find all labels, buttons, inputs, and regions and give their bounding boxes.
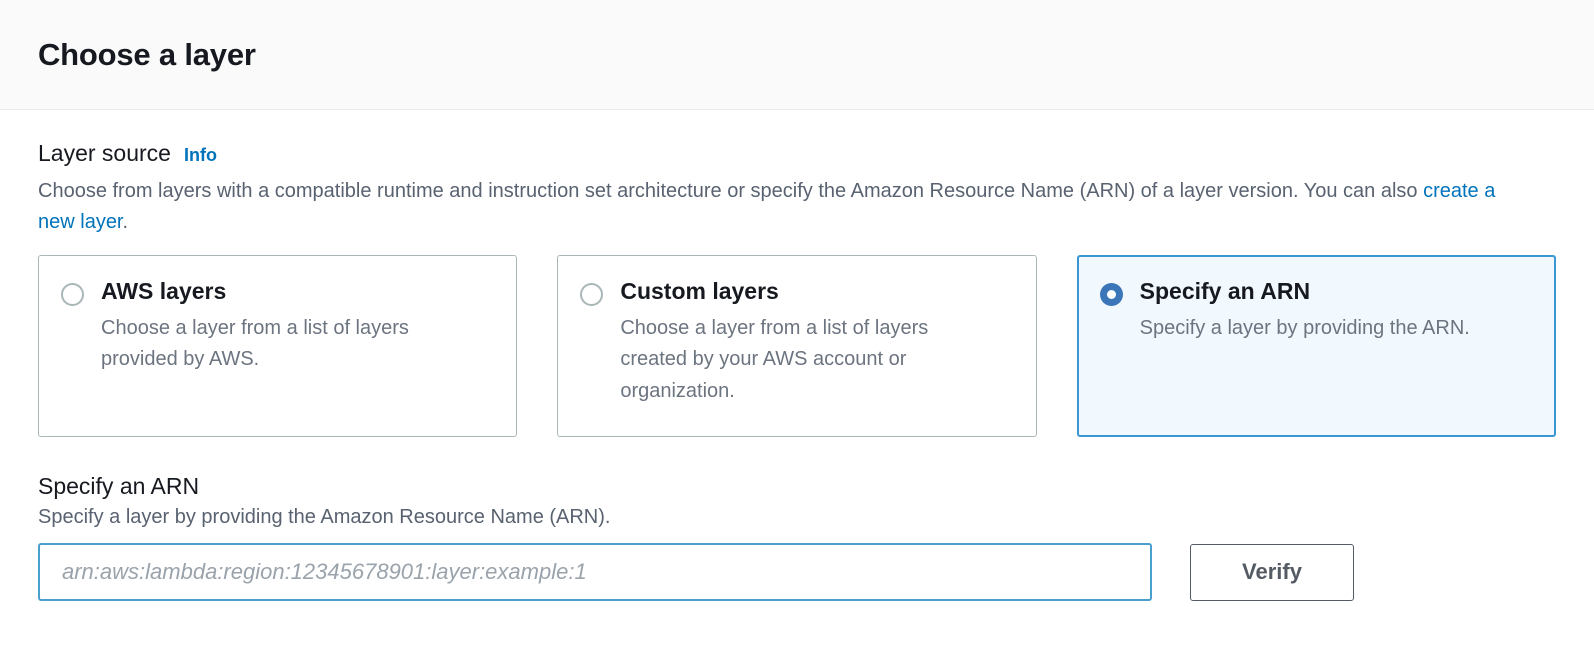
layer-source-option-aws-layers-text: AWS layers Choose a layer from a list of… xyxy=(101,278,471,416)
option-title: AWS layers xyxy=(101,278,227,304)
info-link[interactable]: Info xyxy=(183,145,217,165)
option-description: Specify a layer by providing the ARN. xyxy=(1139,316,1470,339)
arn-section-label: Specify an ARN xyxy=(38,473,200,499)
option-title: Custom layers xyxy=(620,278,779,304)
radio-icon-specify-arn[interactable] xyxy=(1099,283,1123,306)
dialog-header: Choose a layer xyxy=(0,0,1594,110)
arn-input[interactable] xyxy=(38,543,1152,601)
layer-source-option-custom-layers[interactable]: Custom layers Choose a layer from a list… xyxy=(557,255,1037,437)
layer-source-label-row: Layer source Info xyxy=(38,140,1556,167)
radio-icon-aws-layers[interactable] xyxy=(61,283,84,306)
layer-source-option-specify-arn[interactable]: Specify an ARN Specify a layer by provid… xyxy=(1076,255,1556,437)
layer-source-option-custom-layers-text: Custom layers Choose a layer from a list… xyxy=(620,278,990,416)
option-description: Choose a layer from a list of layers pro… xyxy=(101,316,409,371)
page-title: Choose a layer xyxy=(38,36,256,72)
dialog-body: Layer source Info Choose from layers wit… xyxy=(0,110,1594,601)
create-new-layer-link[interactable]: create a new layer xyxy=(38,180,1496,233)
layer-source-option-aws-layers[interactable]: AWS layers Choose a layer from a list of… xyxy=(38,255,518,437)
arn-input-row: Verify xyxy=(38,543,1556,601)
layer-source-description-text-1: Choose from layers with a compatible run… xyxy=(38,180,1424,202)
layer-source-label: Layer source xyxy=(38,140,171,166)
radio-icon-custom-layers[interactable] xyxy=(580,283,604,306)
layer-source-description: Choose from layers with a compatible run… xyxy=(38,176,1498,238)
layer-source-option-specify-arn-text: Specify an ARN Specify a layer by provid… xyxy=(1140,278,1470,416)
arn-section-description: Specify a layer by providing the Amazon … xyxy=(38,506,611,528)
layer-source-options: AWS layers Choose a layer from a list of… xyxy=(38,255,1556,437)
layer-source-description-text-2: . xyxy=(122,211,129,233)
verify-button[interactable]: Verify xyxy=(1190,543,1354,601)
option-title: Specify an ARN xyxy=(1139,278,1311,304)
option-description: Choose a layer from a list of layers cre… xyxy=(620,316,929,402)
